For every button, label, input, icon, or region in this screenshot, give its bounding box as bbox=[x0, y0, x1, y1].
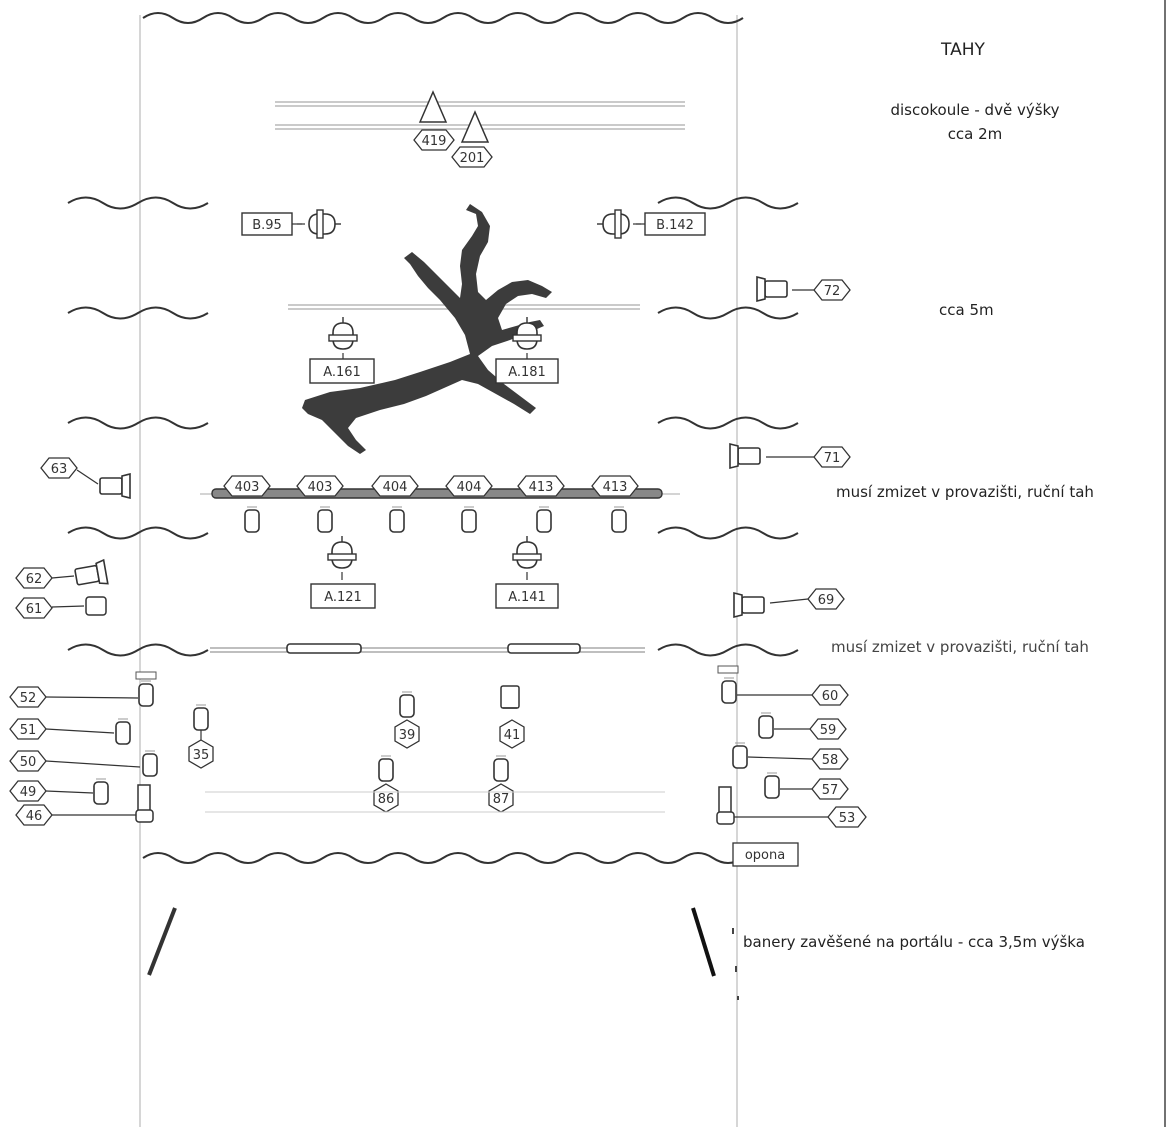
fixture-57: 57 bbox=[764, 772, 849, 800]
svg-text:50: 50 bbox=[20, 755, 37, 770]
banner-marks bbox=[732, 928, 739, 1000]
wing-curtains bbox=[67, 196, 799, 657]
svg-text:413: 413 bbox=[529, 480, 554, 495]
curtain-label: opona bbox=[732, 842, 799, 867]
disco-ball-icons bbox=[418, 90, 490, 143]
banner-right bbox=[691, 907, 716, 977]
fixture-71: 71 bbox=[729, 443, 851, 469]
svg-text:51: 51 bbox=[20, 723, 37, 738]
svg-text:A.141: A.141 bbox=[508, 590, 546, 605]
svg-text:87: 87 bbox=[493, 792, 510, 807]
tree-set-piece bbox=[302, 204, 552, 454]
banner-note: banery zavěšené na portálu - cca 3,5m vý… bbox=[743, 933, 1085, 951]
fixture-50: 50 bbox=[9, 750, 158, 777]
height-note-5m: cca 5m bbox=[939, 301, 994, 319]
svg-text:404: 404 bbox=[457, 480, 482, 495]
fixture-b95: B.95 bbox=[241, 209, 342, 239]
fixture-49: 49 bbox=[9, 778, 109, 805]
front-pipe bbox=[205, 791, 665, 813]
svg-text:49: 49 bbox=[20, 785, 37, 800]
svg-text:62: 62 bbox=[26, 572, 43, 587]
svg-text:39: 39 bbox=[399, 728, 416, 743]
fixture-63: 63 bbox=[40, 457, 131, 499]
fixture-53: 53 bbox=[716, 786, 867, 828]
fixture-58: 58 bbox=[732, 742, 849, 770]
svg-text:71: 71 bbox=[824, 451, 841, 466]
fixture-69: 69 bbox=[733, 588, 845, 618]
svg-text:58: 58 bbox=[822, 753, 839, 768]
hand-batten bbox=[210, 643, 645, 654]
fixture-51: 51 bbox=[9, 718, 131, 745]
svg-text:52: 52 bbox=[20, 691, 37, 706]
svg-text:A.161: A.161 bbox=[323, 365, 361, 380]
svg-text:A.121: A.121 bbox=[324, 590, 362, 605]
svg-text:201: 201 bbox=[460, 151, 485, 166]
svg-text:69: 69 bbox=[818, 593, 835, 608]
svg-text:59: 59 bbox=[820, 723, 837, 738]
fixture-60: 60 bbox=[717, 665, 849, 706]
svg-text:opona: opona bbox=[745, 848, 785, 863]
back-curtain bbox=[142, 12, 744, 24]
fixture-35: 35 bbox=[188, 704, 214, 769]
fixture-87: 87 bbox=[488, 755, 514, 813]
fixture-b142: B.142 bbox=[596, 209, 706, 239]
vanish-note-1: musí zmizet v provazišti, ruční tah bbox=[836, 483, 1094, 501]
svg-text:403: 403 bbox=[235, 480, 260, 495]
front-curtain bbox=[142, 852, 744, 864]
fixture-72: 72 bbox=[756, 276, 851, 302]
svg-text:72: 72 bbox=[824, 284, 841, 299]
disco-note-line2: cca 2m bbox=[947, 125, 1003, 143]
fixture-62: 62 bbox=[15, 559, 109, 590]
banner-left bbox=[147, 907, 177, 976]
svg-text:419: 419 bbox=[422, 134, 447, 149]
fixture-86: 86 bbox=[373, 755, 399, 813]
svg-text:B.142: B.142 bbox=[656, 218, 694, 233]
svg-text:60: 60 bbox=[822, 689, 839, 704]
svg-text:413: 413 bbox=[603, 480, 628, 495]
fixture-a121: A.121 bbox=[310, 535, 376, 609]
fixture-41: 41 bbox=[499, 685, 525, 749]
page-title: TAHY bbox=[941, 40, 985, 60]
fixture-39: 39 bbox=[394, 691, 420, 749]
svg-text:53: 53 bbox=[839, 811, 856, 826]
disco-label-419: 419 bbox=[413, 129, 455, 151]
svg-text:B.95: B.95 bbox=[252, 218, 282, 233]
svg-text:403: 403 bbox=[308, 480, 333, 495]
fixture-a181: A.181 bbox=[495, 316, 559, 384]
svg-text:35: 35 bbox=[193, 748, 210, 763]
svg-text:57: 57 bbox=[822, 783, 839, 798]
fixture-59: 59 bbox=[758, 712, 847, 740]
svg-text:86: 86 bbox=[378, 792, 395, 807]
svg-text:A.181: A.181 bbox=[508, 365, 546, 380]
fixture-a141: A.141 bbox=[495, 535, 559, 609]
fixture-46: 46 bbox=[15, 784, 154, 826]
bar-labels: 403 403 404 404 413 413 bbox=[223, 475, 639, 497]
svg-text:404: 404 bbox=[383, 480, 408, 495]
disco-label-201: 201 bbox=[451, 146, 493, 168]
svg-text:61: 61 bbox=[26, 602, 43, 617]
bar-lamps bbox=[244, 506, 627, 533]
disco-note-line1: discokoule - dvě výšky bbox=[890, 101, 1060, 119]
svg-text:46: 46 bbox=[26, 809, 43, 824]
svg-text:41: 41 bbox=[504, 728, 521, 743]
fixture-a161: A.161 bbox=[309, 316, 375, 384]
vanish-note-2: musí zmizet v provazišti, ruční tah bbox=[831, 638, 1089, 656]
fixture-61: 61 bbox=[15, 596, 107, 619]
fixture-52: 52 bbox=[9, 671, 157, 708]
svg-text:63: 63 bbox=[51, 462, 68, 477]
